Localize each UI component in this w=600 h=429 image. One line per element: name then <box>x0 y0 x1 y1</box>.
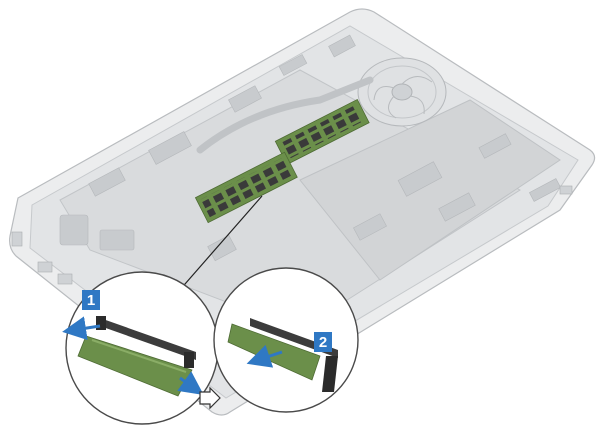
step-number-1: 1 <box>87 292 95 309</box>
sequence-arrow-icon <box>199 386 221 410</box>
fan-icon <box>357 57 447 127</box>
direction-arrow-icon <box>62 316 101 341</box>
side-ports <box>11 185 573 285</box>
callout-line <box>177 195 263 293</box>
memory-module-icon <box>77 335 193 397</box>
step-badge-2: 2 <box>314 332 332 352</box>
detail-view-2: 2 <box>213 267 359 413</box>
direction-arrow-icon <box>246 344 283 368</box>
step-badge-1: 1 <box>82 290 100 310</box>
retaining-clip-icon <box>322 356 338 392</box>
step-number-2: 2 <box>319 334 327 351</box>
detail-view-1: 1 <box>62 271 219 425</box>
board-components <box>59 34 561 262</box>
memory-module-lower <box>194 151 298 224</box>
heat-pipe <box>196 76 374 154</box>
direction-arrow-icon <box>177 371 204 395</box>
memory-module-icon <box>227 323 321 381</box>
retaining-clip-icon <box>96 316 106 330</box>
memory-module-upper <box>274 98 370 165</box>
